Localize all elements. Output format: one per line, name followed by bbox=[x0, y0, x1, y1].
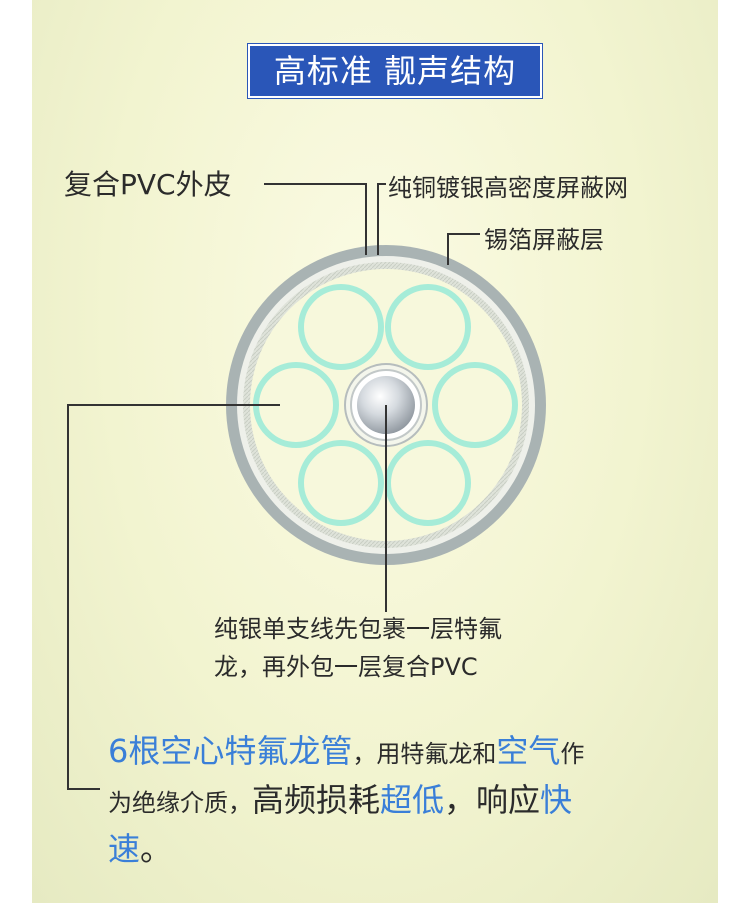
leader-tubes bbox=[67, 404, 280, 790]
desc-part-4: 作 bbox=[560, 740, 585, 768]
teflon-tube-6 bbox=[385, 440, 471, 526]
leader-pvc bbox=[264, 183, 367, 255]
desc-ultra-low: 超低 bbox=[380, 781, 445, 819]
leader-mesh bbox=[377, 183, 386, 255]
desc-fast: 快 bbox=[540, 781, 573, 819]
desc-response: ，响应 bbox=[444, 781, 541, 819]
teflon-tube-4 bbox=[432, 362, 518, 448]
leader-lines bbox=[67, 183, 480, 790]
desc-period: 。 bbox=[140, 830, 173, 868]
desc-part-5: 为绝缘介质， bbox=[108, 789, 252, 817]
label-silver-wire-line-1: 纯银单支线先包裹一层特氟 bbox=[214, 615, 502, 643]
teflon-tubes bbox=[253, 284, 518, 526]
label-silver-wire: 纯银单支线先包裹一层特氟 龙，再外包一层复合PVC bbox=[214, 610, 502, 686]
desc-air: 空气 bbox=[496, 732, 561, 770]
teflon-tube-5 bbox=[298, 440, 384, 526]
teflon-tube-1 bbox=[298, 284, 384, 370]
description-text: 6根空心特氟龙管，用特氟龙和空气作为绝缘介质，高频损耗超低，响应快速。 bbox=[108, 728, 698, 875]
desc-tubes: 6根空心特氟龙管 bbox=[108, 732, 353, 770]
page-title: 高标准 靓声结构 bbox=[248, 44, 542, 98]
leader-foil bbox=[447, 233, 480, 265]
teflon-tube-2 bbox=[385, 284, 471, 370]
label-pvc-jacket: 复合PVC外皮 bbox=[64, 168, 232, 201]
desc-part-2: ，用特氟龙和 bbox=[352, 740, 497, 768]
label-copper-mesh: 纯铜镀银高密度屏蔽网 bbox=[388, 174, 628, 202]
label-tin-foil: 锡箔屏蔽层 bbox=[484, 226, 604, 254]
desc-speed: 速 bbox=[108, 830, 141, 868]
label-silver-wire-line-2: 龙，再外包一层复合PVC bbox=[214, 653, 478, 681]
desc-hf-loss: 高频损耗 bbox=[252, 781, 381, 819]
